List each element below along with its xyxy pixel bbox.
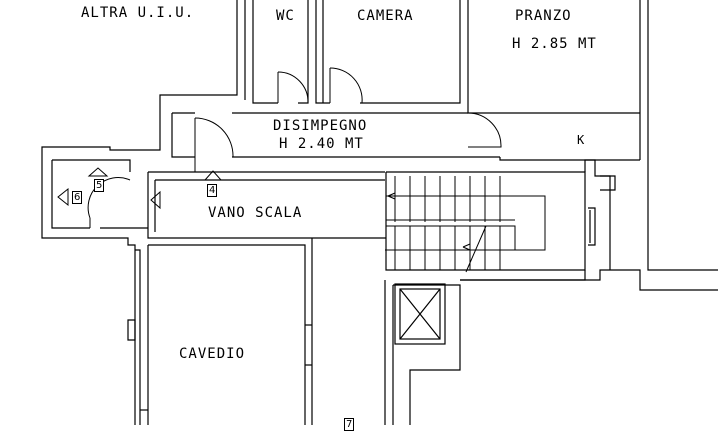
marker-5: 5	[94, 179, 105, 192]
label-pranzo: PRANZO	[515, 8, 572, 24]
walls	[41, 0, 718, 425]
label-wc: WC	[276, 8, 295, 24]
label-cavedio: CAVEDIO	[179, 346, 246, 362]
label-k: K	[577, 133, 586, 147]
label-disimpegno: DISIMPEGNO	[273, 118, 368, 134]
label-disimpegno-height: H 2.40 MT	[279, 136, 364, 152]
label-altra-uiu: ALTRA U.I.U.	[81, 5, 195, 21]
marker-6: 6	[72, 191, 83, 204]
label-vano-scala: VANO SCALA	[208, 205, 303, 221]
entrance-arrows	[57, 167, 223, 210]
label-pranzo-height: H 2.85 MT	[512, 36, 597, 52]
stair-flight	[385, 176, 546, 273]
label-camera: CAMERA	[357, 8, 414, 24]
marker-4: 4	[207, 184, 218, 197]
